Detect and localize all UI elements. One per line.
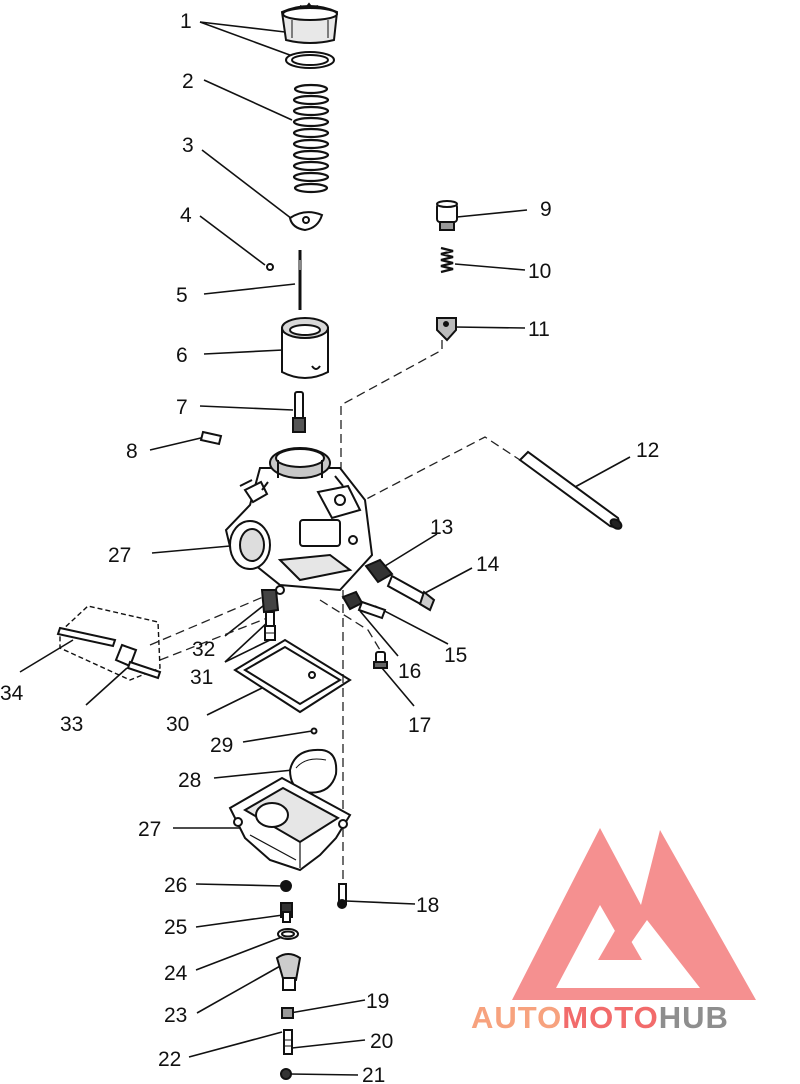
watermark-hub: HUB xyxy=(658,1000,729,1035)
callout-27-lower: 27 xyxy=(138,818,161,841)
parts xyxy=(56,2,623,1080)
callout-20: 20 xyxy=(370,1030,393,1053)
washer-part-icon xyxy=(281,1007,294,1019)
callout-17: 17 xyxy=(408,714,431,737)
watermark-moto: MOTO xyxy=(562,1000,659,1035)
callout-16: 16 xyxy=(398,660,421,683)
callout-10: 10 xyxy=(528,260,551,283)
callout-29: 29 xyxy=(210,734,233,757)
callout-25: 25 xyxy=(164,916,187,939)
cap-part-icon xyxy=(280,2,339,69)
jet-holder-part-icon xyxy=(275,953,302,991)
drain-screw-part-icon xyxy=(283,1029,293,1055)
callout-32: 32 xyxy=(192,638,215,661)
callout-22: 22 xyxy=(158,1048,181,1071)
callout-9: 9 xyxy=(540,198,552,221)
callout-30: 30 xyxy=(166,713,189,736)
callout-26: 26 xyxy=(164,874,187,897)
needle-jet-part-icon xyxy=(292,391,306,433)
watermark-logo-icon xyxy=(512,828,756,1000)
needle-plate-part-icon xyxy=(288,211,324,232)
watermark-auto: AUTO xyxy=(471,1000,563,1035)
nut-part-icon xyxy=(280,1068,292,1080)
carburetor-body-part-icon xyxy=(224,447,374,595)
callout-13: 13 xyxy=(430,516,453,539)
callout-1: 1 xyxy=(180,10,192,33)
callout-15: 15 xyxy=(444,644,467,667)
float-bowl-gasket-part-icon xyxy=(233,638,352,714)
callout-27-upper: 27 xyxy=(108,544,131,567)
callout-12: 12 xyxy=(636,439,659,462)
float-pin-part-icon xyxy=(310,727,318,735)
drain-plug-part-icon xyxy=(280,880,292,892)
callout-23: 23 xyxy=(164,1004,187,1027)
callout-8: 8 xyxy=(126,440,138,463)
assembly-guide-lines xyxy=(149,340,521,900)
callout-14: 14 xyxy=(476,553,500,576)
callout-28: 28 xyxy=(178,769,201,792)
bowl-screw-part-icon xyxy=(337,883,347,909)
callout-19: 19 xyxy=(366,990,389,1013)
main-jet-part-icon xyxy=(280,902,293,923)
callout-4: 4 xyxy=(180,204,192,227)
callout-21: 21 xyxy=(362,1064,385,1084)
callout-2: 2 xyxy=(182,70,194,93)
throttle-slide-part-icon xyxy=(281,317,329,379)
starter-jet-part-icon xyxy=(260,589,280,641)
callout-5: 5 xyxy=(176,284,188,307)
plunger-part-icon xyxy=(436,317,457,342)
float-bowl-part-icon xyxy=(228,776,352,872)
callout-31: 31 xyxy=(190,666,213,689)
watermark-text: AUTOMOTOHUB xyxy=(471,1000,729,1036)
callout-7: 7 xyxy=(176,396,188,419)
callout-6: 6 xyxy=(176,344,188,367)
callout-labels: 1 2 3 4 5 6 7 8 9 10 11 12 27 13 14 15 1… xyxy=(0,10,659,1084)
idle-screw-part-icon xyxy=(386,574,436,612)
clip-part-icon xyxy=(266,263,274,271)
pilot-jet-part-icon xyxy=(373,651,388,669)
fitting-part-icon xyxy=(199,430,223,446)
pilot-screw-part-icon xyxy=(357,600,387,620)
bracket-part-icon xyxy=(59,605,161,681)
callout-18: 18 xyxy=(416,894,439,917)
callout-11: 11 xyxy=(528,318,550,341)
spring-part-icon xyxy=(292,83,330,194)
callout-24: 24 xyxy=(164,962,188,985)
callout-34: 34 xyxy=(0,682,24,705)
small-spring-part-icon xyxy=(440,246,454,274)
rod-part-icon xyxy=(518,450,623,530)
bracket-solid-part-icon xyxy=(56,626,162,680)
pilot-cap-part-icon xyxy=(436,200,458,231)
callout-3: 3 xyxy=(182,134,194,157)
leader-lines xyxy=(19,21,631,1076)
idle-spring-part-icon xyxy=(364,558,394,584)
pilot-spring-part-icon xyxy=(341,590,364,611)
o-ring-part-icon xyxy=(277,928,299,940)
callout-33: 33 xyxy=(60,713,83,736)
